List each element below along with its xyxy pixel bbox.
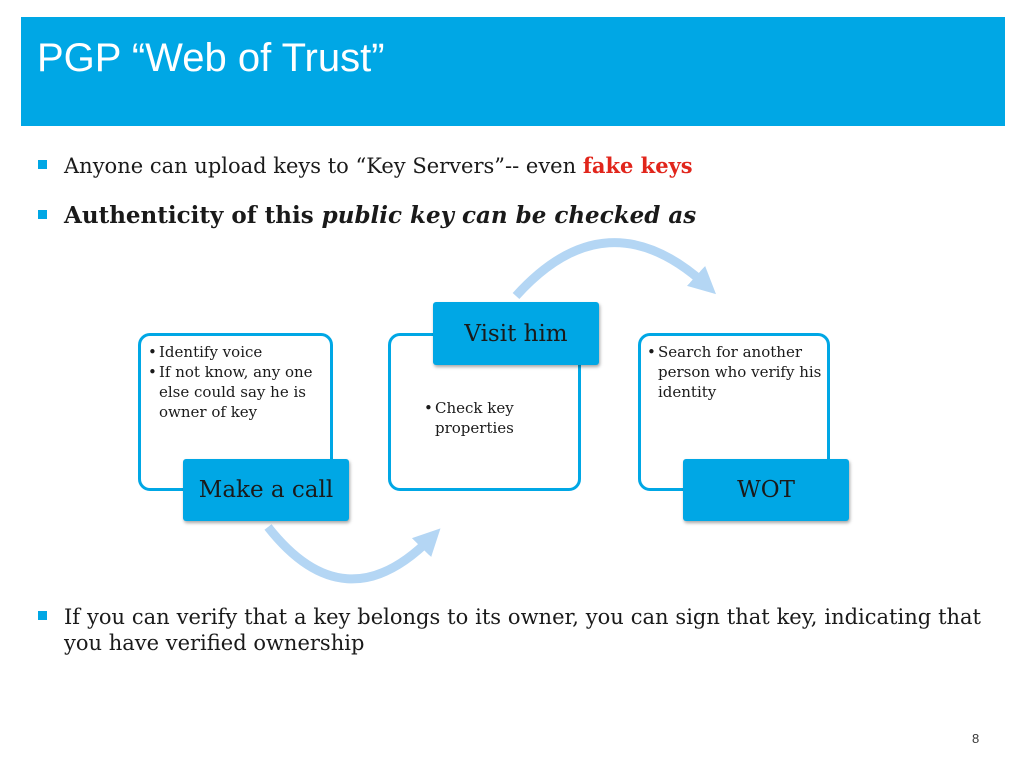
fake-keys-highlight: fake keys xyxy=(582,153,693,178)
detail-item: Search for another person who verify his… xyxy=(647,342,827,402)
bullet-upload-keys: Anyone can upload keys to “Key Servers”-… xyxy=(64,153,693,179)
bullet-authenticity: Authenticity of this public key can be c… xyxy=(64,201,696,231)
bullet-marker xyxy=(38,210,47,219)
step-make-a-call: Make a call xyxy=(183,459,349,521)
slide-title: PGP “Web of Trust” xyxy=(37,36,385,80)
bullet-authenticity-text: Authenticity of this xyxy=(64,202,322,229)
step-call-details: Identify voice If not know, any one else… xyxy=(148,342,328,422)
arrow-call-to-visit xyxy=(264,524,441,584)
title-bar: PGP “Web of Trust” xyxy=(21,17,1005,126)
step-visit-him: Visit him xyxy=(433,302,599,365)
detail-item: Identify voice xyxy=(148,342,328,362)
arrow-visit-to-wot xyxy=(512,238,716,300)
bullet-marker xyxy=(38,160,47,169)
step-wot-details: Search for another person who verify his… xyxy=(647,342,827,402)
bullet-verify-sign: If you can verify that a key belongs to … xyxy=(64,605,981,655)
bullet-upload-text: Anyone can upload keys to “Key Servers”-… xyxy=(64,154,583,178)
detail-item: If not know, any one else could say he i… xyxy=(148,362,328,422)
detail-item: Check key properties xyxy=(424,398,574,438)
step-wot: WOT xyxy=(683,459,849,521)
step-visit-details: Check key properties xyxy=(424,398,574,438)
bullet-marker xyxy=(38,611,47,620)
page-number: 8 xyxy=(972,731,980,746)
bullet-authenticity-emphasis: public key can be checked as xyxy=(321,202,697,229)
